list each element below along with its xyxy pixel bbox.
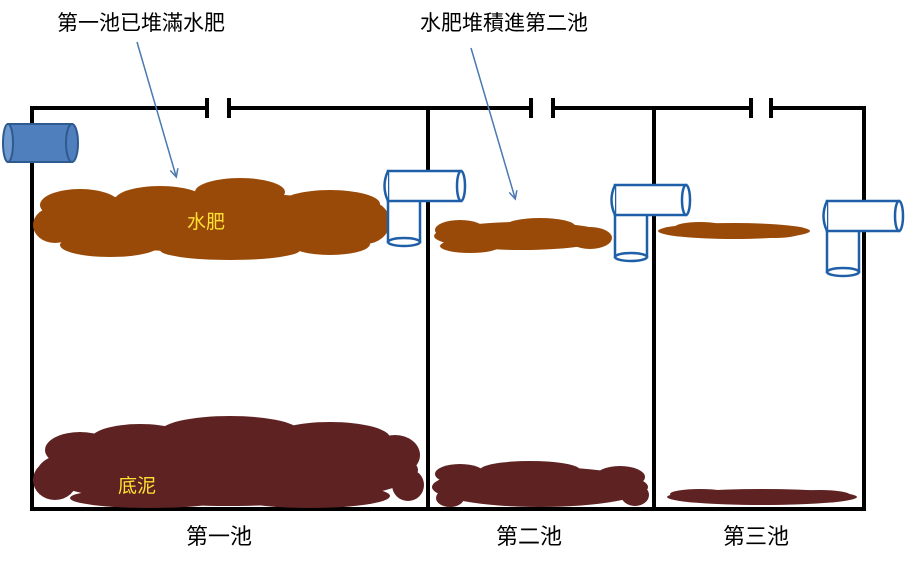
tee-pipe-2 — [610, 183, 692, 263]
tank-label-second: 第二池 — [496, 525, 562, 550]
tank-label-third: 第三池 — [723, 525, 789, 550]
inlet-pipe — [2, 123, 79, 163]
annotation-arrow-right — [470, 47, 515, 198]
sludge-layer-3 — [667, 489, 857, 505]
tank-walls — [30, 98, 866, 511]
annotation-arrow-left — [136, 41, 176, 176]
tee-pipe-1 — [383, 169, 467, 248]
scum-layer-3 — [658, 222, 810, 239]
sludge-label: 底泥 — [118, 475, 156, 497]
scum-layer-1 — [33, 178, 390, 260]
scum-layer-2 — [434, 218, 612, 253]
sludge-layer-2 — [432, 461, 649, 507]
scum-label: 水肥 — [187, 211, 225, 233]
annotation-right: 水肥堆積進第二池 — [420, 11, 588, 35]
tank-label-first: 第一池 — [186, 525, 252, 550]
annotation-left: 第一池已堆滿水肥 — [57, 11, 225, 35]
sludge-layer-1 — [33, 416, 424, 508]
tee-pipe-3 — [822, 199, 905, 278]
